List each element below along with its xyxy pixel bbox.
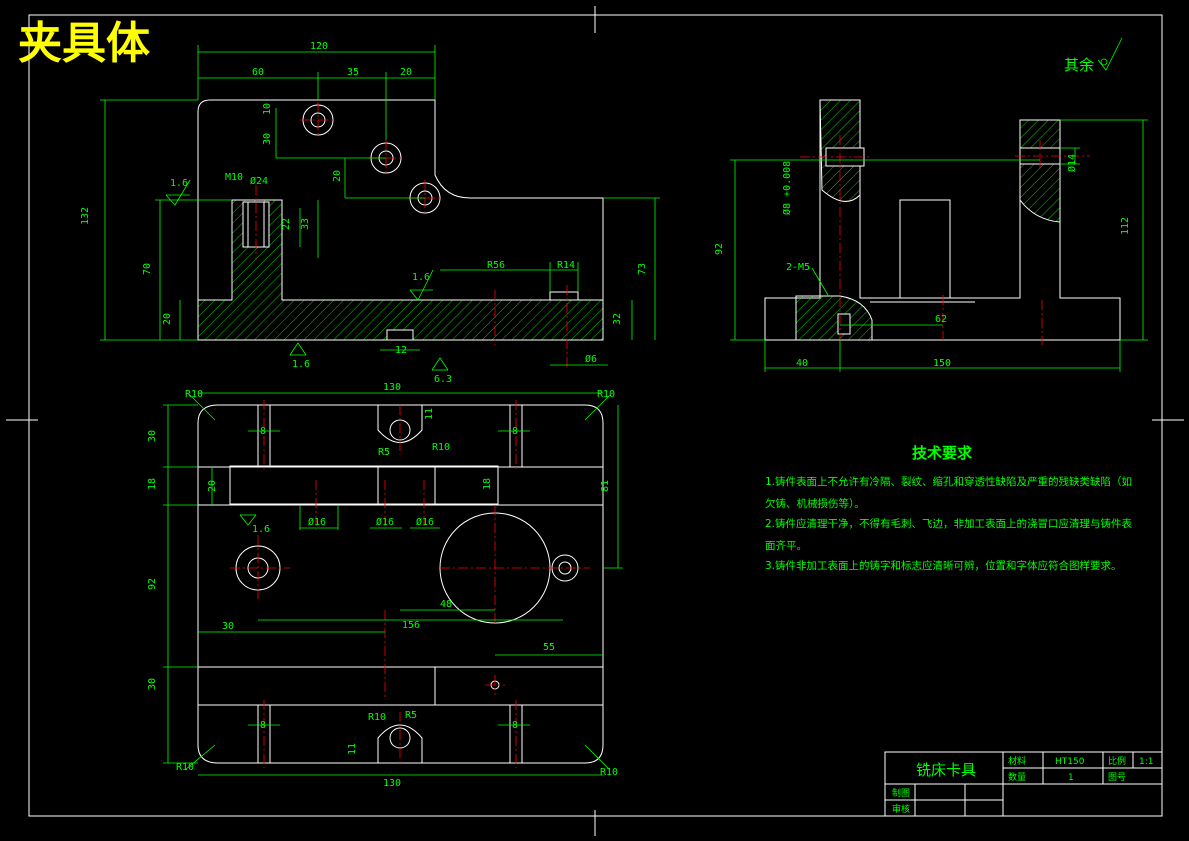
dim-18-a: 18 xyxy=(147,478,158,490)
material-label: 材料 xyxy=(1008,755,1026,767)
scale-label: 比例 xyxy=(1108,755,1126,767)
technical-requirements: 技术要求 1.铸件表面上不允许有冷隔、裂纹、缩孔和穿透性缺陷及严重的残缺类缺陷（… xyxy=(765,444,1133,572)
dim-55: 55 xyxy=(543,642,555,653)
scale-value: 1:1 xyxy=(1139,757,1153,767)
dim-1-6-top: 1.6 xyxy=(252,524,270,535)
dim-33: 33 xyxy=(300,218,311,230)
dim-120: 120 xyxy=(310,41,328,52)
side-view: Ø14 92 2-M5 40 150 62 112 Ø8 +0.008 xyxy=(714,99,1148,372)
dim-8-c: 8 xyxy=(260,720,266,731)
dim-r10-tl: R10 xyxy=(185,389,203,400)
front-view: 120 60 35 20 10 30 20 132 1.6 M10 Ø24 22… xyxy=(80,41,660,385)
dim-40: 40 xyxy=(796,358,808,369)
dim-r10-bl: R10 xyxy=(176,762,194,773)
dim-112: 112 xyxy=(1120,217,1131,235)
dim-20c: 20 xyxy=(162,313,173,325)
top-view: 130 R10 R10 30 8 11 R5 R10 8 18 20 18 81… xyxy=(147,382,623,789)
dim-73: 73 xyxy=(637,263,648,275)
dim-30-c: 30 xyxy=(147,678,158,690)
roughness-note: 其余 xyxy=(1064,37,1123,74)
dim-35: 35 xyxy=(347,67,359,78)
dim-60: 60 xyxy=(252,67,264,78)
dim-20b: 20 xyxy=(332,170,343,182)
part-name: 铣床卡具 xyxy=(916,761,976,779)
dim-d16-c: Ø16 xyxy=(416,516,434,528)
dim-30-a: 30 xyxy=(147,430,158,442)
dim-30-b: 30 xyxy=(222,621,234,632)
quantity-value: 1 xyxy=(1068,773,1074,783)
drawing-frame xyxy=(6,6,1184,836)
dim-62: 62 xyxy=(935,314,947,325)
dim-r5-b: R5 xyxy=(405,710,417,721)
dim-22: 22 xyxy=(281,218,292,230)
dim-132: 132 xyxy=(80,207,91,225)
dim-150: 150 xyxy=(933,358,951,369)
dim-32: 32 xyxy=(612,313,623,325)
dim-2-m5: 2-M5 xyxy=(786,262,810,273)
dim-6-3: 6.3 xyxy=(434,374,452,385)
dim-12: 12 xyxy=(395,345,407,356)
drawing-number-label: 图号 xyxy=(1108,772,1126,783)
dim-r10-c: R10 xyxy=(432,442,450,453)
dim-130-top: 130 xyxy=(383,382,401,393)
dim-8-b: 8 xyxy=(512,426,518,437)
dim-92-top: 92 xyxy=(147,578,158,590)
dim-11-a: 11 xyxy=(424,408,435,420)
dim-1-6a: 1.6 xyxy=(170,178,188,189)
dim-20: 20 xyxy=(400,67,412,78)
dim-d14: Ø14 xyxy=(1066,154,1078,172)
dim-r10-d: R10 xyxy=(368,712,386,723)
requirements-title: 技术要求 xyxy=(912,444,973,462)
side-right-hatch xyxy=(1019,119,1061,223)
dim-r56: R56 xyxy=(487,260,505,271)
dim-81: 81 xyxy=(600,480,611,492)
requirement-line-2: 欠铸、机械损伤等）。 xyxy=(765,497,865,510)
dim-92: 92 xyxy=(714,243,725,255)
dim-d16-a: Ø16 xyxy=(308,516,326,528)
dim-d6: Ø6 xyxy=(585,353,597,365)
dim-30: 30 xyxy=(262,133,273,145)
dim-20: 20 xyxy=(207,480,218,492)
material-value: HT150 xyxy=(1055,757,1085,767)
quantity-label: 数量 xyxy=(1008,771,1026,783)
dim-1-6b: 1.6 xyxy=(412,272,430,283)
requirement-line-3: 2.铸件应清理干净，不得有毛刺、飞边，非加工表面上的浇冒口应清理与铸件表 xyxy=(765,517,1133,530)
dim-d24: Ø24 xyxy=(250,175,268,187)
dim-1-6c: 1.6 xyxy=(292,359,310,370)
requirement-line-1: 1.铸件表面上不允许有冷隔、裂纹、缩孔和穿透性缺陷及严重的残缺类缺陷（如 xyxy=(765,475,1132,488)
dim-70: 70 xyxy=(142,263,153,275)
dim-r14: R14 xyxy=(557,260,575,271)
dim-48: 48 xyxy=(440,599,452,610)
side-bottom-hatch xyxy=(795,295,873,341)
dim-d8-tol: Ø8 +0.008 xyxy=(781,161,793,215)
dim-r10-tr: R10 xyxy=(597,389,615,400)
dim-18-b: 18 xyxy=(482,478,493,490)
requirement-line-5: 3.铸件非加工表面上的铸字和标志应清晰可辨，位置和字体应符合图样要求。 xyxy=(765,559,1122,572)
dim-156: 156 xyxy=(402,620,420,631)
dim-8-d: 8 xyxy=(512,720,518,731)
dim-d16-b: Ø16 xyxy=(376,516,394,528)
dim-r10-br: R10 xyxy=(600,767,618,778)
dim-10: 10 xyxy=(262,103,273,115)
checked-by-label: 审核 xyxy=(892,803,910,815)
front-section-hatch xyxy=(197,199,604,341)
drawing-title: 夹具体 xyxy=(18,18,150,69)
dim-130-bottom: 130 xyxy=(383,778,401,789)
dim-r5-a: R5 xyxy=(378,447,390,458)
requirement-line-4: 面齐平。 xyxy=(765,539,807,552)
drawn-by-label: 制图 xyxy=(892,787,910,799)
dim-11-b: 11 xyxy=(347,743,358,755)
title-block: 铣床卡具 材料 HT150 比例 1:1 数量 1 图号 制图 审核 xyxy=(884,751,1163,817)
svg-text:其余: 其余 xyxy=(1064,56,1094,74)
dim-m10: M10 xyxy=(225,172,243,183)
dim-8-a: 8 xyxy=(260,426,266,437)
